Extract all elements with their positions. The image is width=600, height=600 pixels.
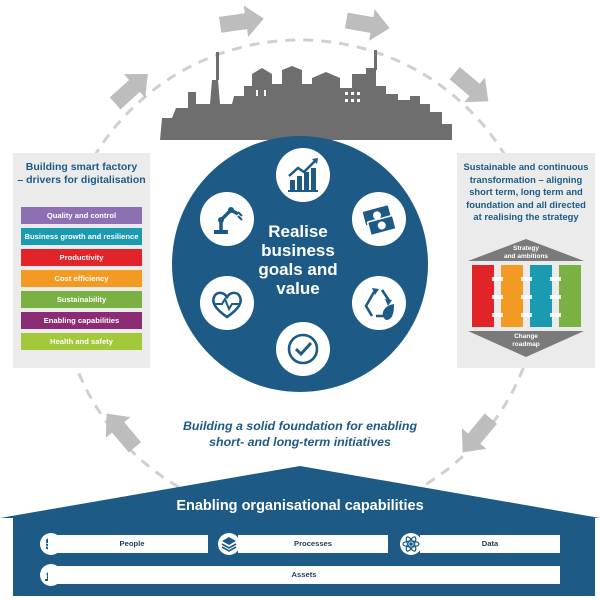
data-atom-icon [400, 533, 422, 555]
strategy-house-graphic [468, 239, 584, 357]
transformation-panel-title: Sustainable and continuous transformatio… [457, 161, 595, 224]
driver-productivity: Productivity [21, 249, 142, 266]
money-icon [352, 192, 406, 246]
change-roadmap-label: Change roadmap [491, 333, 561, 349]
change-label-line: roadmap [512, 341, 540, 348]
robot-arm-icon [200, 192, 254, 246]
digitalisation-drivers-panel: Building smart factory – drivers for dig… [13, 153, 150, 368]
driver-sustainability: Sustainability [21, 291, 142, 308]
cycle-arrow [105, 413, 141, 453]
check-circle-icon [276, 322, 330, 376]
foundation-caption-line: Building a solid foundation for enabling [182, 419, 418, 433]
strategy-label-line: Strategy [512, 245, 539, 252]
heart-pulse-icon [200, 276, 254, 330]
factory-skyline [160, 50, 452, 140]
transformation-title-line: Sustainable and continuous [463, 161, 589, 172]
center-text-line: Realise [268, 222, 328, 241]
transformation-title-line: transformation – aligning [469, 173, 583, 185]
capability-processes: Processes [238, 535, 388, 553]
driver-enabling-capabilities: Enabling capabilities [21, 312, 142, 329]
transformation-title-line: foundation and all directed [466, 198, 586, 210]
driver-health-and-safety: Health and safety [21, 333, 142, 350]
growth-chart-icon [276, 148, 330, 202]
drivers-panel-title: Building smart factory – drivers for dig… [13, 161, 150, 187]
capability-assets: Assets [48, 566, 560, 584]
cycle-arrow [109, 73, 148, 110]
transformation-title-line: at realising the strategy [473, 211, 579, 222]
strategy-pillar [501, 265, 523, 327]
strategy-roof [468, 239, 584, 261]
cycle-arrow [344, 9, 390, 41]
change-label-line: Change [514, 333, 538, 340]
center-text-line: value [276, 279, 320, 298]
cycle-arrow [219, 5, 264, 38]
foundation-base [13, 518, 595, 596]
capabilities-title: Enabling organisational capabilities [176, 498, 424, 514]
strategy-pillar [472, 265, 494, 327]
capability-people: People [48, 535, 208, 553]
processes-icon [218, 533, 240, 555]
cycle-arrows [105, 5, 497, 453]
strategy-label: Strategy and ambitions [491, 245, 561, 261]
pillar-connectors [492, 277, 561, 317]
strategy-label-line: and ambitions [503, 253, 549, 260]
capability-data: Data [420, 535, 560, 553]
foundation-caption: Building a solid foundation for enabling… [150, 418, 450, 450]
skyline-windows [256, 90, 360, 102]
driver-cost-efficiency: Cost efficiency [21, 270, 142, 287]
cycle-arrow [461, 413, 497, 453]
center-text-line: business [261, 241, 335, 260]
foundation-caption-line: short- and long-term initiatives [209, 435, 391, 449]
recycle-leaf-icon [352, 276, 406, 330]
center-text-line: goals and [258, 260, 338, 279]
strategy-pillar [559, 265, 581, 327]
foundation-roof [0, 466, 600, 518]
change-roadmap-base [468, 331, 584, 357]
transformation-title-line: short term, long term and [469, 186, 583, 197]
drivers-title-line: – drivers for digitalisation [17, 174, 146, 186]
transformation-panel: Sustainable and continuous transformatio… [457, 153, 595, 368]
strategy-pillar [530, 265, 552, 327]
driver-business-growth: Business growth and resilience [21, 228, 142, 245]
driver-quality-and-control: Quality and control [21, 207, 142, 224]
cycle-arrow [449, 67, 489, 103]
drivers-title-line: Building smart factory [25, 161, 138, 173]
center-goal-text: Realise business goals and value [238, 222, 358, 298]
